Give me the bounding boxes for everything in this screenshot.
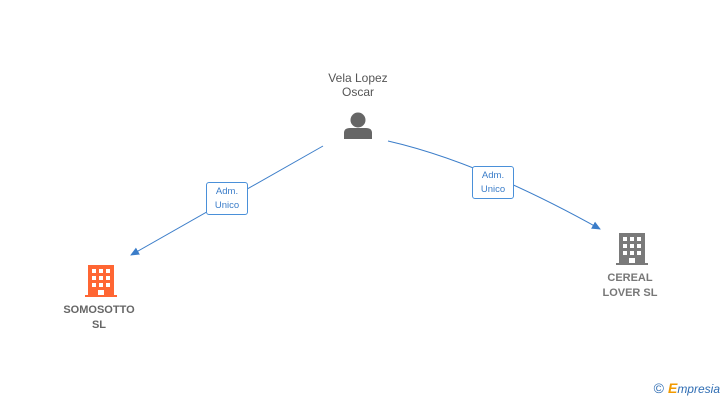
person-name[interactable]: Vela Lopez Oscar [300, 71, 416, 99]
edge-label-line2: Unico [480, 184, 506, 195]
copyright-icon: © [653, 380, 664, 396]
edge-label-line2: Unico [214, 200, 240, 211]
company-name-line1: CEREAL [607, 272, 653, 284]
brand-initial: E [667, 380, 678, 396]
building-icon[interactable] [616, 233, 648, 265]
edge-label-role: Adm. Unico [472, 166, 514, 199]
edge-label-line1: Adm. [215, 186, 239, 197]
empresia-watermark[interactable]: © Empresia [654, 380, 720, 396]
company-name-cereal-lover[interactable]: CEREAL LOVER SL [575, 271, 685, 301]
brand-logo: Empresia [668, 380, 720, 396]
company-name-line2: LOVER SL [602, 287, 658, 299]
company-name-line1: SOMOSOTTO [63, 304, 135, 316]
person-icon[interactable] [344, 112, 372, 140]
person-name-line2: Oscar [341, 85, 374, 99]
edge-label-role: Adm. Unico [206, 182, 248, 215]
building-icon[interactable] [85, 265, 117, 297]
brand-rest: mpresia [677, 382, 720, 396]
company-name-somosotto[interactable]: SOMOSOTTO SL [40, 303, 158, 333]
edge-label-line1: Adm. [481, 170, 505, 181]
company-name-line2: SL [91, 319, 107, 331]
person-name-line1: Vela Lopez [328, 71, 388, 85]
